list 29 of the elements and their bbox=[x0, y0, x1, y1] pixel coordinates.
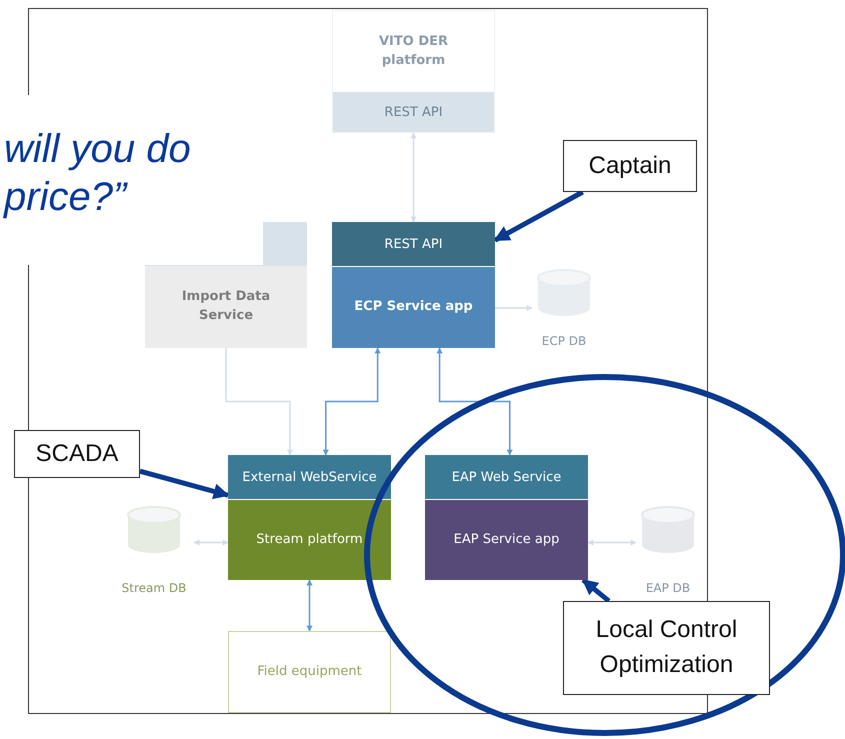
service-body: ECP Service app bbox=[332, 267, 495, 348]
arrow bbox=[322, 347, 381, 456]
equipment-box: Field equipment bbox=[228, 631, 391, 713]
service-header: External WebService bbox=[228, 455, 391, 500]
platform-box bbox=[332, 10, 495, 133]
arrow bbox=[495, 305, 533, 311]
arrow bbox=[436, 347, 513, 456]
arrow bbox=[139, 468, 230, 500]
service-body: EAP Service app bbox=[425, 500, 588, 580]
database-label: EAP DB bbox=[646, 581, 690, 595]
callout-box: SCADA bbox=[14, 430, 140, 478]
platform-name: VITO DER platform bbox=[378, 32, 450, 70]
arrow bbox=[494, 190, 584, 242]
arrow bbox=[306, 579, 312, 632]
api-band: REST API bbox=[333, 92, 494, 132]
arrow bbox=[193, 540, 229, 546]
service-body: Stream platform bbox=[228, 500, 391, 580]
database-label: ECP DB bbox=[542, 334, 586, 348]
arrow bbox=[410, 132, 416, 223]
quote-text: will you do price?” bbox=[0, 95, 263, 265]
arrow bbox=[582, 578, 610, 603]
callout-box: Captain bbox=[563, 140, 697, 192]
service-body: Import Data Service bbox=[145, 266, 307, 348]
arrow bbox=[587, 540, 637, 546]
service-header: REST API bbox=[332, 222, 495, 267]
service-header: EAP Web Service bbox=[425, 455, 588, 500]
arrow bbox=[225, 348, 293, 456]
database-label: Stream DB bbox=[122, 581, 186, 595]
callout-box: Local Control Optimization bbox=[563, 601, 770, 695]
